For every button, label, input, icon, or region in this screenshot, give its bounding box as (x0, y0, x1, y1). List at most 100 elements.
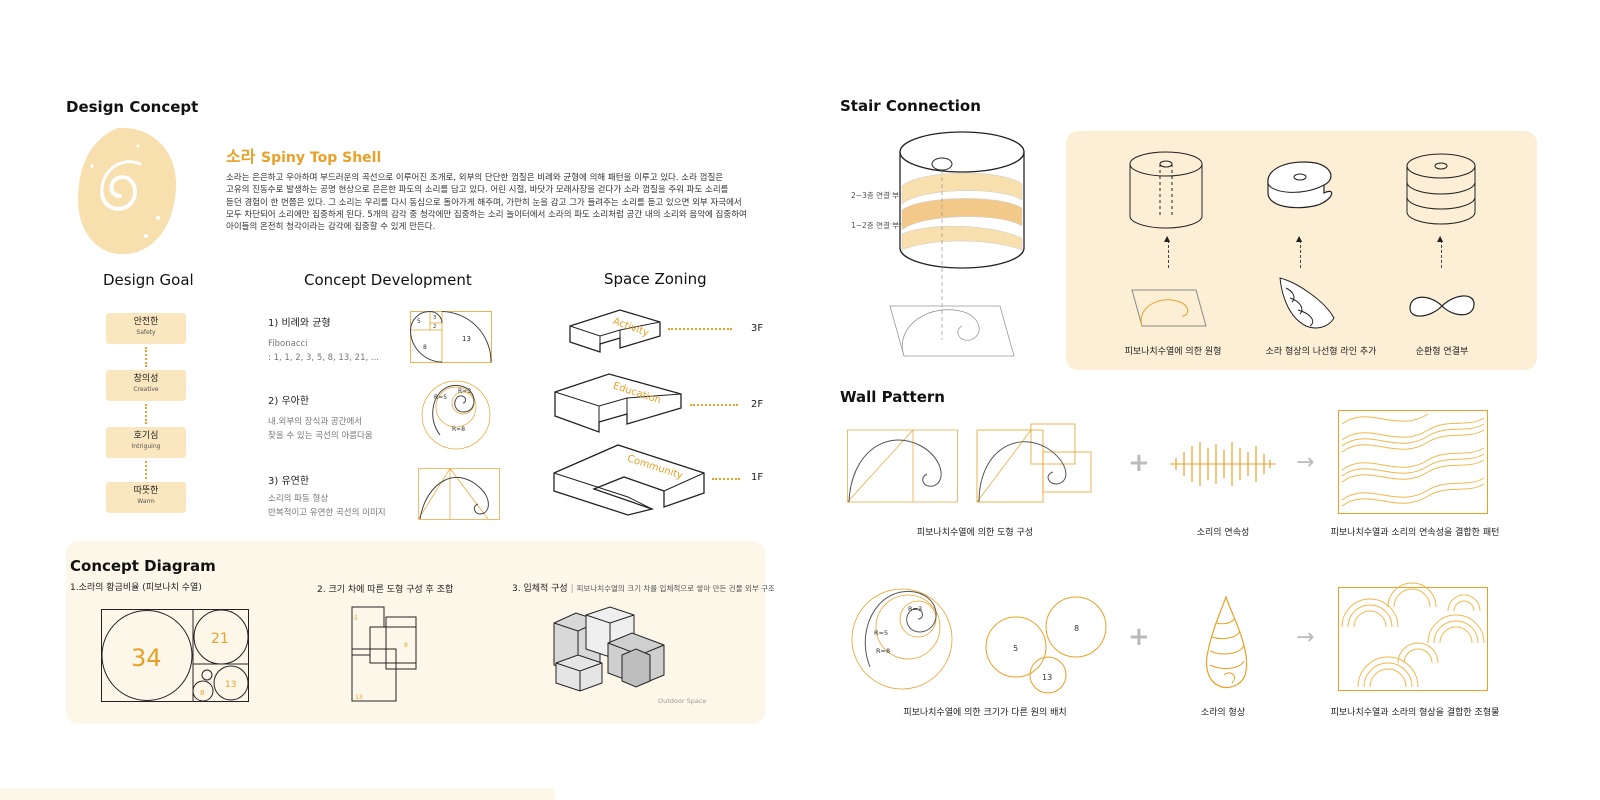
development-line: : 1, 1, 2, 3, 5, 8, 13, 21, ... (268, 353, 379, 363)
radius-label: R=3 (458, 388, 471, 395)
zone-leader (690, 404, 738, 406)
combined-pattern-preview (1338, 410, 1488, 514)
concept-diagram-title: Concept Diagram (70, 557, 216, 575)
development-heading: 1) 비례와 균형 (268, 318, 331, 329)
wall-caption: 소리의 연속성 (1196, 528, 1250, 538)
golden-spiral-plan-icon (1131, 289, 1207, 327)
fib-number: 34 (131, 644, 162, 672)
combined-sculpture-preview (1338, 582, 1488, 691)
rect-number: 13 (355, 694, 363, 701)
zone-activity-block (569, 309, 661, 353)
circle-number: 8 (1074, 624, 1079, 633)
stair-caption: 순환형 연결부 (1415, 347, 1469, 357)
golden-label: 3 (433, 315, 436, 321)
ring-form-icon (1406, 153, 1476, 225)
goal-creative: 창의성 Creative (106, 370, 186, 401)
arrow-right-icon: → (1296, 625, 1315, 650)
fibonacci-circles-diagram: 34 21 13 8 (101, 609, 249, 702)
floor-1f: 1F (751, 472, 764, 483)
stair-caption: 피보나치수열에 의한 원형 (1124, 347, 1222, 357)
goal-connector (145, 461, 149, 479)
golden-label: 5 (417, 318, 421, 325)
fib-number: 21 (211, 631, 229, 647)
fib-number: 13 (225, 680, 236, 690)
fibonacci-shape-composition (847, 423, 1092, 503)
wall-caption: 피보나치수열에 의한 도형 구성 (916, 528, 1034, 538)
up-arrow-icon: ▲ (1437, 234, 1444, 243)
development-line: 소리의 파동 형상 (268, 494, 329, 504)
description-line: 듣던 경험이 한 번쯤은 있다. 그 소리는 우리를 다시 동심으로 돌아가게 … (226, 197, 742, 208)
wall-caption: 피보나치수열에 의한 크기가 다른 원의 배치 (903, 708, 1067, 718)
description-line: 고유의 진동수로 발생하는 공명 현상으로 은은한 파도의 소리를 담고 있다.… (226, 185, 729, 196)
goal-label: 안전한 (133, 317, 159, 327)
stair-label: 1~2층 연결 부 (851, 221, 900, 230)
fibonacci-circle-arrangement: R=3 R=5 R=8 5 8 13 (851, 588, 1107, 694)
golden-label: 13 (462, 335, 471, 343)
zone-leader (668, 328, 732, 330)
stair-cylinder-diagram (884, 131, 1025, 357)
goal-label: 창의성 (133, 374, 159, 384)
goal-connector (145, 404, 149, 424)
stair-connection-title: Stair Connection (840, 97, 981, 115)
goal-sub: Safety (136, 329, 156, 336)
sound-wave-icon (1170, 442, 1276, 486)
zone-leader (712, 478, 740, 480)
circle-spiral-diagram: R=3 R=5 R=8 (421, 380, 491, 450)
description-line: 모두 차단되어 소리에만 집중하게 된다. 5개의 감각 중 청각에만 집중하는… (226, 209, 747, 220)
radius-label: R=5 (434, 394, 447, 401)
diagram-step-1: 1.소라의 황금비율 (피보나치 수열) (70, 583, 202, 593)
development-line: 내.외부의 장식과 공간에서 (268, 417, 363, 427)
development-line: 찾을 수 있는 곡선의 아름다움 (268, 431, 373, 441)
wall-pattern-title: Wall Pattern (840, 388, 945, 406)
goal-sub: Warm (137, 498, 155, 505)
goal-sub: Intriguing (131, 443, 161, 450)
floor-2f: 2F (751, 399, 764, 410)
process-connector (1168, 240, 1169, 268)
shell-name-en: Spiny Top Shell (261, 150, 382, 166)
zone-education-block (554, 373, 682, 433)
development-line: 반복적이고 유연한 곡선의 이미지 (268, 508, 386, 518)
outdoor-space-label: Outdoor Space (658, 697, 707, 705)
golden-rectangle-diagram: 5 3 2 13 8 (409, 310, 492, 363)
wall-caption: 피보나치수열과 소라의 형상을 결합한 조형물 (1330, 708, 1500, 718)
circle-number: 13 (1042, 673, 1052, 682)
shell-illustration (78, 127, 176, 255)
arrow-right-icon: → (1296, 450, 1315, 475)
goal-label: 따뜻한 (133, 486, 159, 496)
overlapping-rectangles-diagram: 5 8 13 (351, 606, 417, 702)
conch-shell-icon (1205, 595, 1248, 689)
radius-label: R=5 (874, 629, 888, 637)
rect-number: 5 (354, 615, 358, 622)
up-arrow-icon: ▲ (1164, 234, 1171, 243)
circle-number: 5 (1013, 644, 1018, 653)
description-line: 소라는 은은하고 우아하며 부드러운의 곡선으로 이루어진 조개로, 외부의 단… (226, 173, 724, 183)
diagram-step-3-note: 피보나치수열의 크기 차를 입체적으로 쌓아 만든 건물 외부 구조 (576, 584, 775, 593)
stair-label: 2~3층 연결 부 (851, 191, 900, 200)
fib-number: 8 (200, 689, 204, 697)
zone-community-block (553, 444, 705, 516)
development-heading: 3) 유연한 (268, 476, 310, 487)
goal-safety: 안전한 Safety (106, 313, 186, 344)
process-connector (1441, 240, 1442, 268)
radius-label: R=8 (452, 426, 465, 433)
concept-development-title: Concept Development (304, 271, 472, 289)
spiral-form-icon (1267, 161, 1333, 209)
shell-name-ko: 소라 (226, 147, 256, 166)
golden-label: 8 (423, 344, 427, 351)
goal-connector (145, 347, 149, 367)
radius-label: R=3 (908, 605, 922, 613)
cylinder-form-icon (1129, 151, 1203, 229)
up-arrow-icon: ▲ (1296, 234, 1303, 243)
goal-warm: 따뜻한 Warm (106, 482, 186, 513)
plus-icon: + (1128, 448, 1150, 478)
shell-curve-diagram (418, 468, 500, 520)
space-zoning-title: Space Zoning (604, 270, 707, 288)
design-goal-title: Design Goal (103, 271, 194, 289)
golden-label: 2 (433, 324, 436, 330)
radius-label: R=8 (876, 647, 890, 655)
description-line: 아이들의 온전히 청각이라는 감각에 집중할 수 있게 만든다. (226, 222, 436, 233)
goal-label: 호기심 (133, 431, 159, 441)
development-line: Fibonacci (268, 339, 308, 349)
goal-sub: Creative (133, 386, 159, 393)
development-heading: 2) 우아한 (268, 396, 310, 407)
